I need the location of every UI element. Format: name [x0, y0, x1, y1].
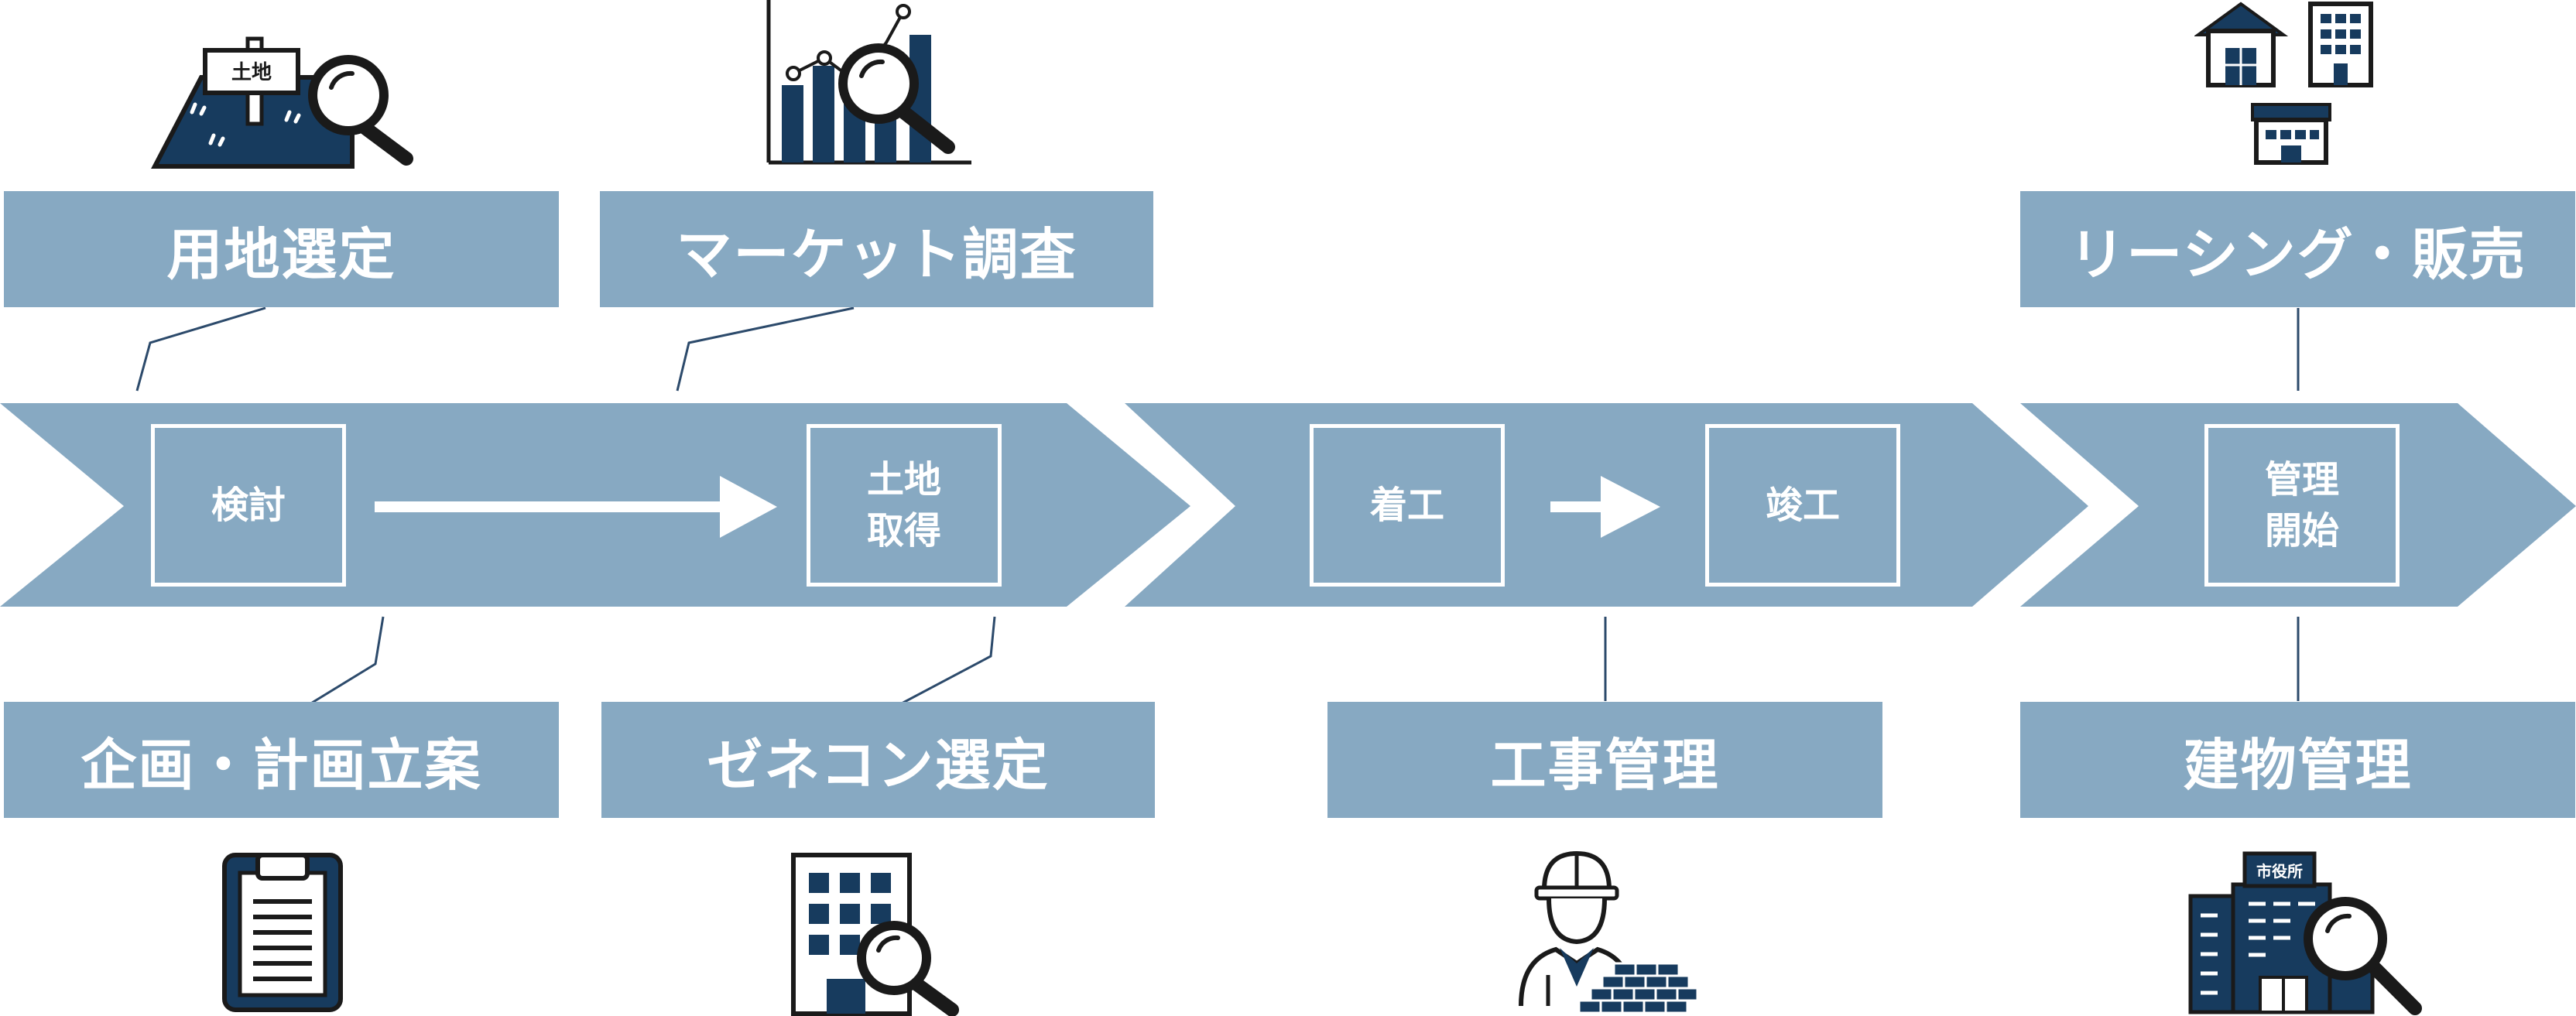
label-construction-mgmt: 工事管理 [1327, 702, 1882, 818]
buildings-icon [2194, 2, 2373, 165]
short-arrow-shaft [1550, 501, 1605, 512]
connector-lines [135, 306, 2300, 706]
label-leasing-sales: リーシング・販売 [2020, 191, 2575, 307]
connector-site-selection [135, 306, 266, 392]
construction-worker-icon [1519, 850, 1699, 1014]
long-arrow-head [720, 476, 777, 538]
label-site-selection: 用地選定 [4, 191, 559, 307]
connector-market-research [676, 306, 855, 392]
long-arrow-shaft [375, 501, 723, 512]
clipboard-icon [222, 853, 343, 1012]
connector-gc-selection [899, 616, 996, 706]
step-construction-start: 着工 [1310, 424, 1505, 587]
connector-planning [309, 616, 385, 706]
city-hall-search-icon: 市役所 [2188, 851, 2422, 1015]
label-planning: 企画・計画立案 [4, 702, 559, 818]
step-land-acquisition: 土地 取得 [807, 424, 1002, 587]
city-hall-sign-text: 市役所 [2256, 862, 2303, 881]
land-search-icon: 土地 [151, 36, 413, 169]
step-completion: 竣工 [1705, 424, 1900, 587]
label-building-mgmt: 建物管理 [2020, 702, 2575, 818]
label-market-research: マーケット調査 [600, 191, 1153, 307]
land-sign-text: 土地 [231, 61, 272, 84]
short-arrow-head [1601, 476, 1660, 538]
step-management-start: 管理 開始 [2204, 424, 2400, 587]
office-building-search-icon [791, 853, 959, 1016]
label-gc-selection: ゼネコン選定 [601, 702, 1155, 818]
step-arrows [375, 476, 1660, 538]
chevron-3 [2020, 403, 2576, 607]
market-chart-search-icon [766, 0, 971, 165]
step-review: 検討 [151, 424, 346, 587]
